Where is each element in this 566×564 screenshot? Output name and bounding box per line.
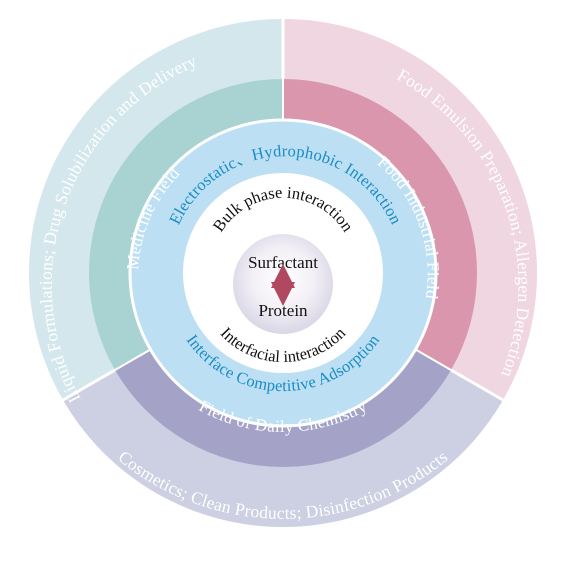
field-divider-right [415, 348, 452, 371]
field-divider-left [114, 348, 151, 371]
surfactant-label: Surfactant [248, 253, 318, 272]
protein-label: Protein [258, 301, 308, 320]
